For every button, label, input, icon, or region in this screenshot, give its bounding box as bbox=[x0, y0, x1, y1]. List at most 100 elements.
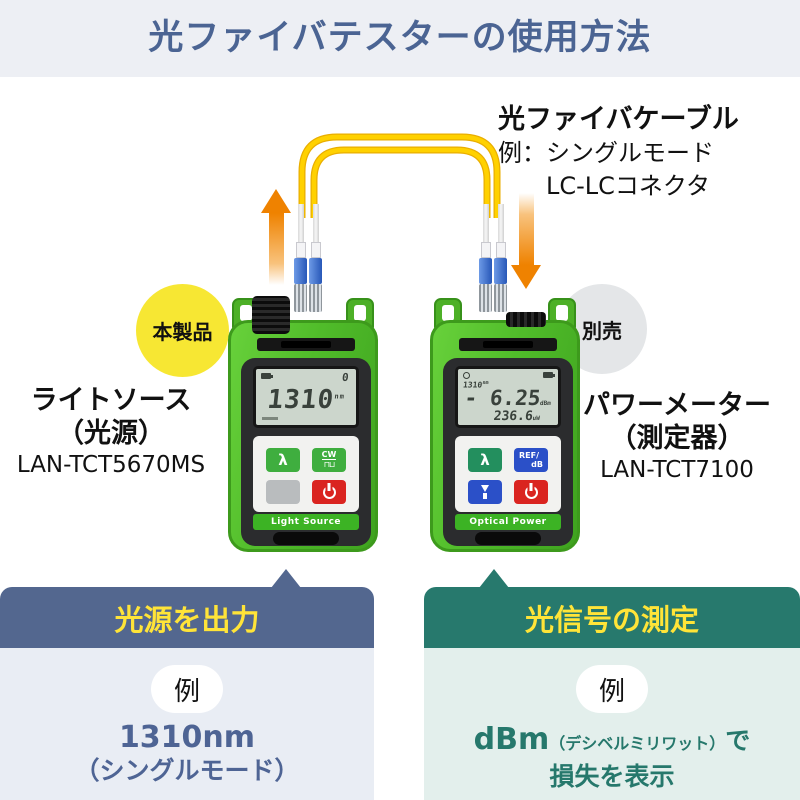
arrow-down-shaft bbox=[518, 193, 534, 265]
power-button bbox=[312, 480, 346, 504]
dbm-suffix: で bbox=[725, 726, 751, 755]
power-icon bbox=[322, 485, 336, 499]
arrow-up-icon bbox=[261, 189, 291, 285]
device-body: 1310nm - 6.25dBm 236.6uW λ REF/dB Optica… bbox=[430, 320, 580, 552]
lc-connector bbox=[309, 204, 322, 312]
example-value-line: dBm（デシベルミリワット）で bbox=[474, 723, 751, 761]
lcd-wavelength: 1310nm bbox=[254, 385, 357, 415]
device-frame: 1310nm - 6.25dBm 236.6uW λ REF/dB Optica… bbox=[443, 358, 573, 546]
lcd-power-unit: dBm bbox=[539, 400, 552, 407]
fiber-cable-strand bbox=[311, 147, 490, 218]
cable-note: 光ファイバケーブル 例：シングルモード LC-LCコネクタ bbox=[498, 103, 768, 203]
panel-signal-measure: 光信号の測定 例 dBm（デシベルミリワット）で 損失を表示 bbox=[424, 569, 800, 800]
flashlight-icon bbox=[479, 484, 491, 500]
connector-boot bbox=[482, 204, 489, 242]
dust-cap bbox=[252, 296, 290, 334]
lcd-aux-value: 0 bbox=[341, 371, 350, 384]
lcd-screen: 1310nm - 6.25dBm 236.6uW bbox=[455, 366, 561, 428]
device-name-strip: Light Source bbox=[253, 514, 359, 530]
connector-latch bbox=[494, 258, 507, 284]
lc-connector bbox=[494, 204, 507, 312]
connector-body bbox=[480, 242, 491, 258]
battery-icon bbox=[261, 373, 273, 379]
connector-boot bbox=[497, 204, 504, 242]
connector-body bbox=[310, 242, 321, 258]
panel-body: 例 dBm（デシベルミリワット）で 損失を表示 bbox=[424, 648, 800, 800]
power-button bbox=[514, 480, 548, 504]
power-meter-device: 1310nm - 6.25dBm 236.6uW λ REF/dB Optica… bbox=[430, 296, 580, 552]
connector-latch bbox=[294, 258, 307, 284]
lanyard-hole bbox=[240, 305, 252, 321]
light-source-label: ライトソース （光源） LAN-TCT5670MS bbox=[8, 384, 214, 481]
lcd-status-text bbox=[262, 417, 278, 420]
example-badge: 例 bbox=[151, 665, 223, 713]
lambda-label: λ bbox=[480, 450, 490, 469]
squarewave-icon: ⊓⊔ bbox=[323, 460, 336, 469]
device-name-strip: Optical Power Meter bbox=[455, 514, 561, 543]
device-bottom-slot bbox=[475, 532, 541, 545]
device-frame: 0 1310nm λ CW⊓⊔ Light Source bbox=[241, 358, 371, 546]
ref-label: REF/ bbox=[519, 451, 540, 460]
connector-latch bbox=[309, 258, 322, 284]
cw-label: CW bbox=[321, 450, 337, 460]
lcd-screen: 0 1310nm bbox=[253, 366, 359, 428]
laser-ring-icon bbox=[463, 372, 470, 379]
lanyard-hole bbox=[556, 305, 568, 321]
keypad: λ CW⊓⊔ bbox=[253, 436, 359, 512]
badge-this-product: 本製品 bbox=[136, 284, 229, 377]
connector-boot bbox=[312, 204, 319, 242]
connector-nut bbox=[294, 284, 307, 312]
device-role: （光源） bbox=[57, 418, 165, 449]
power-icon bbox=[524, 485, 538, 499]
connector-nut bbox=[494, 284, 507, 312]
example-value: 1310nm bbox=[118, 720, 256, 755]
device-role: （測定器） bbox=[609, 423, 745, 454]
arrow-down-icon bbox=[511, 193, 541, 289]
lc-connector-pair bbox=[479, 204, 507, 312]
ref-db-button: REF/dB bbox=[514, 448, 548, 472]
cw-button: CW⊓⊔ bbox=[312, 448, 346, 472]
lambda-button: λ bbox=[468, 448, 502, 472]
dust-cap bbox=[506, 312, 546, 327]
device-body: 0 1310nm λ CW⊓⊔ Light Source bbox=[228, 320, 378, 552]
panel-header: 光源を出力 bbox=[0, 587, 374, 648]
device-top-slot bbox=[459, 338, 557, 351]
cable-note-line3: LC-LCコネクタ bbox=[546, 172, 710, 200]
connector-nut bbox=[479, 284, 492, 312]
lc-connector bbox=[479, 204, 492, 312]
model-number: LAN-TCT7100 bbox=[600, 457, 754, 483]
lc-connector-pair bbox=[294, 204, 322, 312]
connector-body bbox=[295, 242, 306, 258]
example-badge: 例 bbox=[576, 665, 648, 713]
lcd-wavelength-unit: nm bbox=[334, 392, 346, 401]
title-band: 光ファイバテスターの使用方法 bbox=[0, 0, 800, 77]
db-label: dB bbox=[531, 460, 543, 469]
lambda-label: λ bbox=[278, 450, 288, 469]
connector-body bbox=[495, 242, 506, 258]
device-top-slot bbox=[257, 338, 355, 351]
dbm-value: dBm bbox=[473, 722, 550, 757]
panel-pointer bbox=[271, 569, 301, 588]
lcd-power-reading: - 6.25dBm bbox=[457, 386, 560, 410]
lcd-wavelength-value: 1310 bbox=[265, 385, 336, 415]
device-bottom-slot bbox=[273, 532, 339, 545]
connector-boot bbox=[297, 204, 304, 242]
lc-connector bbox=[294, 204, 307, 312]
battery-icon bbox=[543, 372, 555, 378]
panel-body: 例 1310nm （シングルモード） bbox=[0, 648, 374, 800]
model-number: LAN-TCT5670MS bbox=[16, 452, 206, 478]
fiber-cable-loop bbox=[298, 133, 501, 218]
power-meter-label: パワーメーター （測定器） LAN-TCT7100 bbox=[566, 389, 788, 486]
connector-nut bbox=[309, 284, 322, 312]
lanyard-hole bbox=[354, 305, 366, 321]
arrow-down-head bbox=[511, 265, 541, 289]
device-name: ライトソース bbox=[30, 385, 192, 416]
cable-note-title: 光ファイバケーブル bbox=[498, 104, 739, 135]
keypad: λ REF/dB bbox=[455, 436, 561, 512]
lcd-power-value: - 6.25 bbox=[463, 386, 542, 410]
panel-light-output: 光源を出力 例 1310nm （シングルモード） bbox=[0, 569, 374, 800]
blank-button bbox=[266, 480, 300, 504]
cable-note-line2: 例：シングルモード bbox=[498, 139, 714, 167]
lambda-button: λ bbox=[266, 448, 300, 472]
